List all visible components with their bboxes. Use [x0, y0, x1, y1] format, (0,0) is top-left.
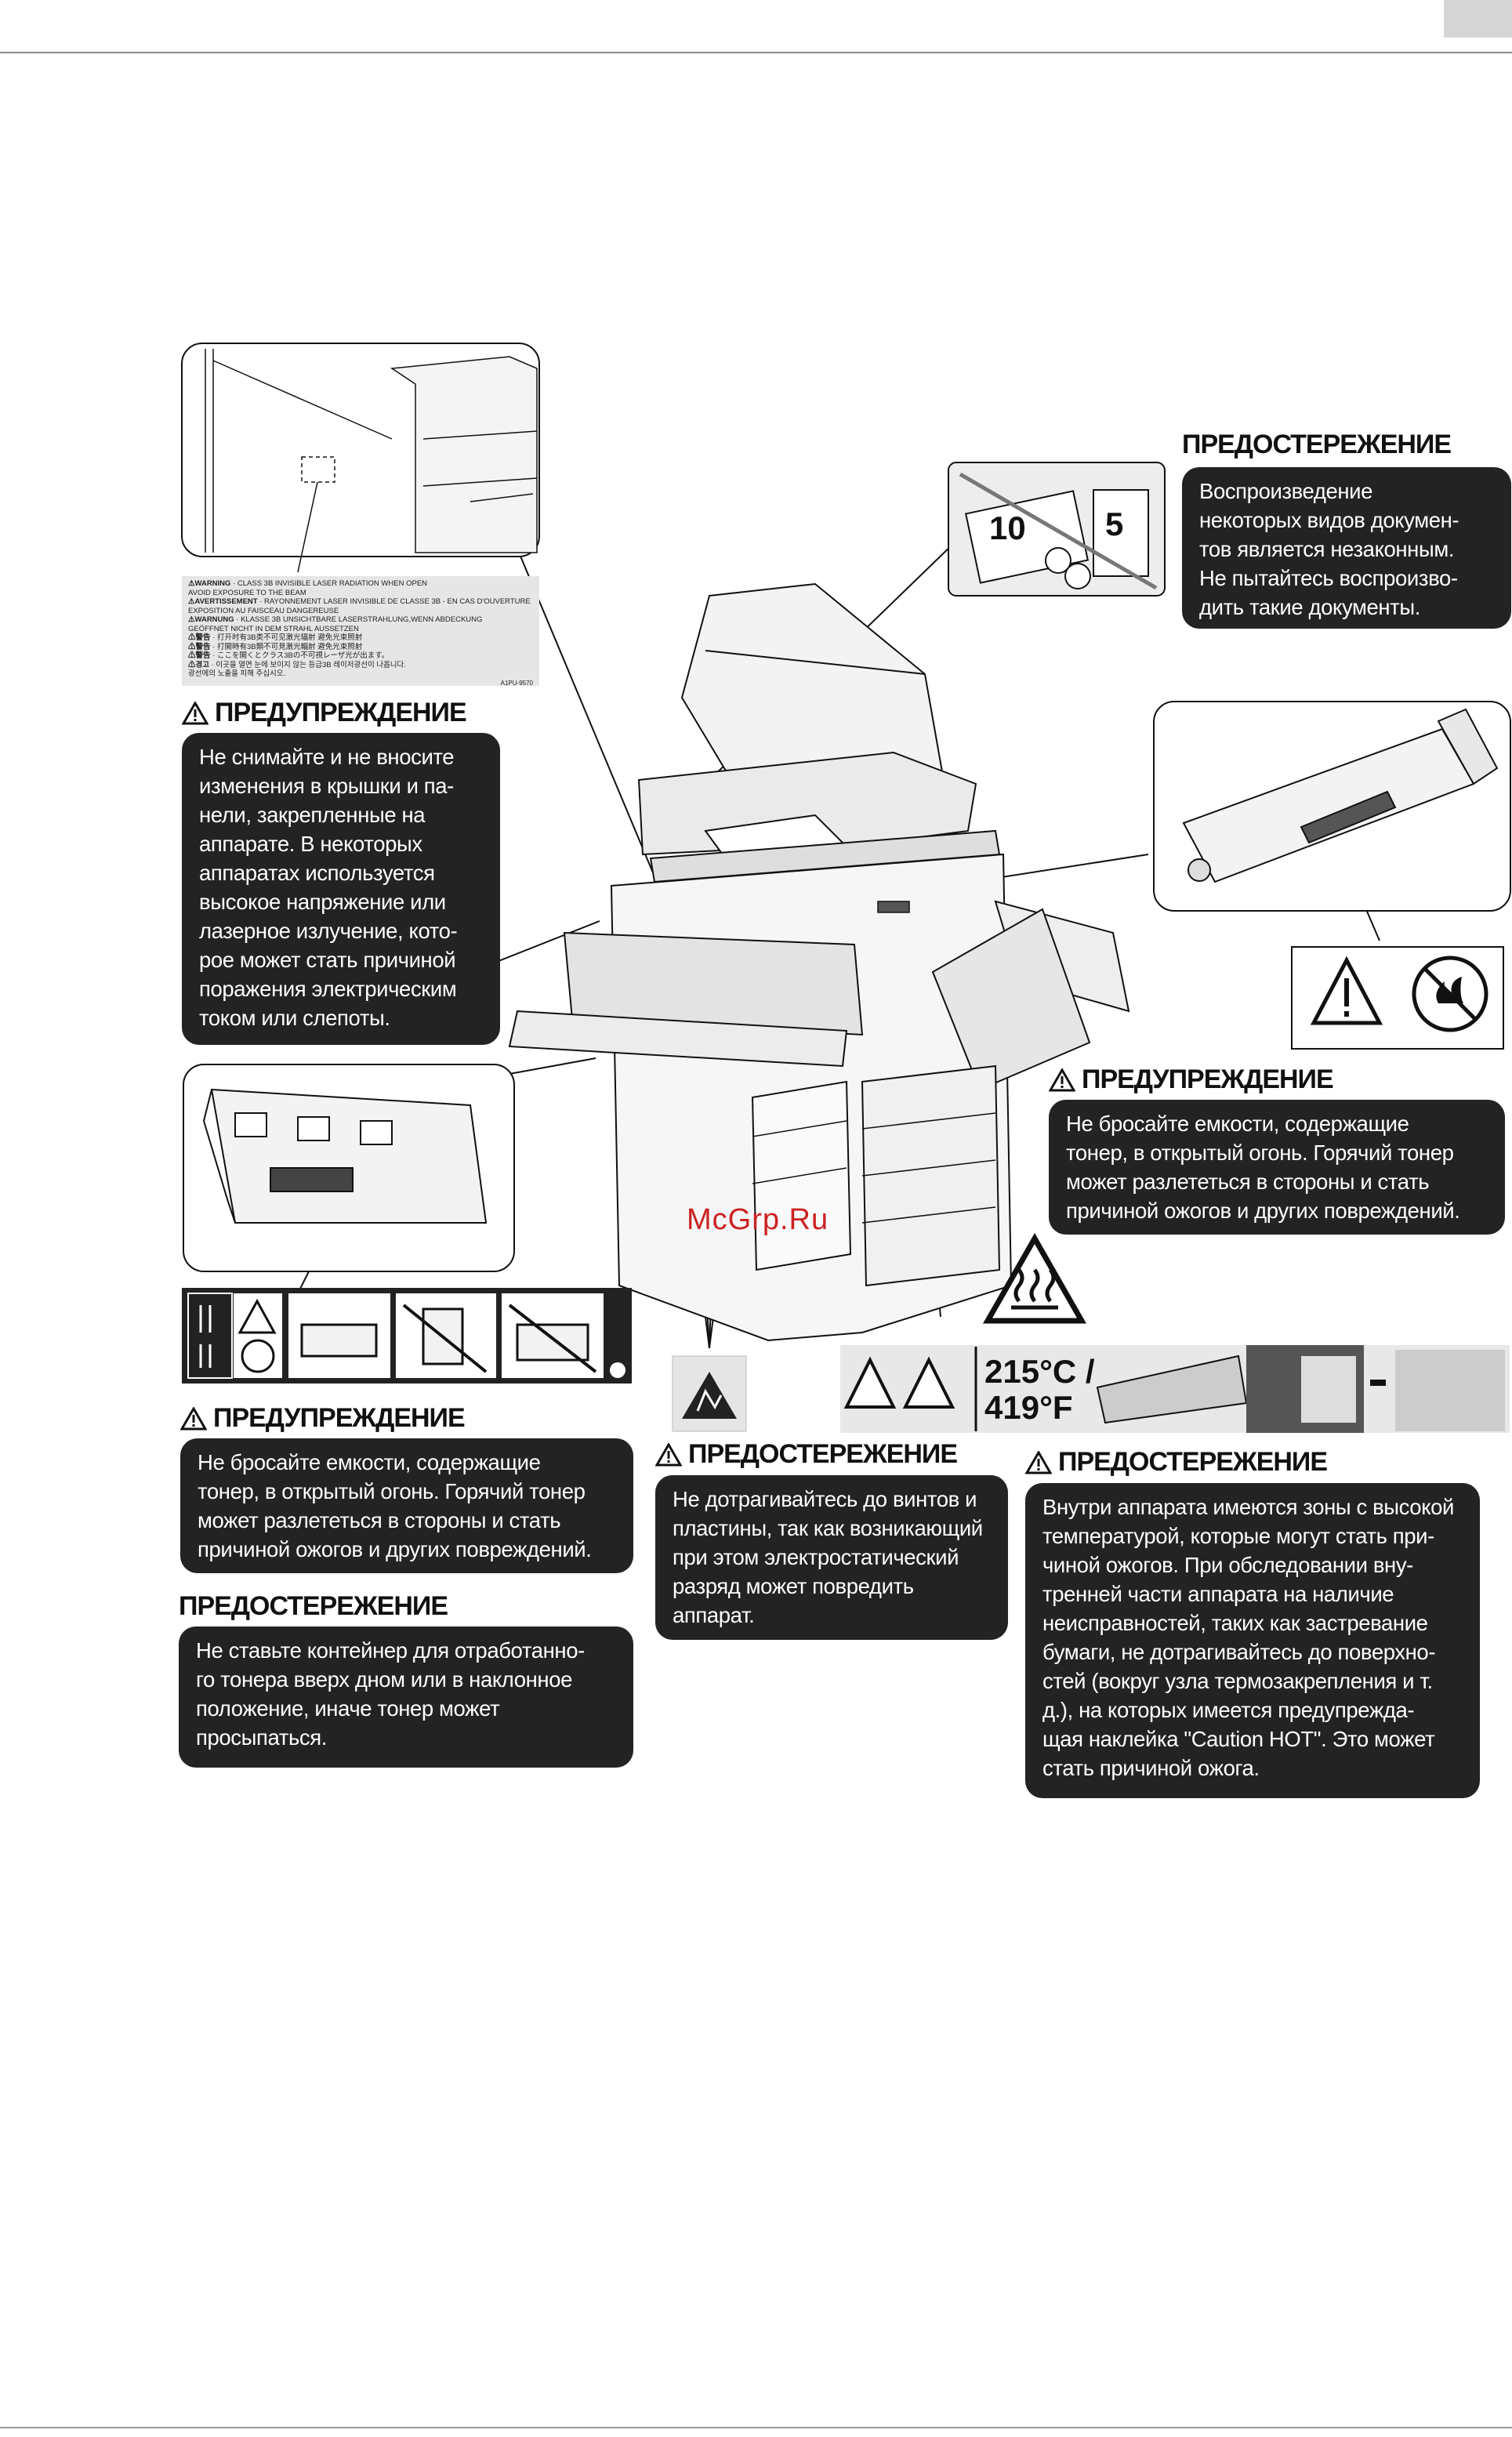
laser-warning-label: ⚠WARNING · CLASS 3B INVISIBLE LASER RADI… [182, 576, 539, 687]
warning-triangle-icon [655, 1442, 682, 1466]
caution-waste-heading: ПРЕДОСТЕРЕЖЕНИЕ [179, 1591, 448, 1621]
caution-hot-box: Внутри аппарата имеются зоны с высокой т… [1025, 1483, 1480, 1798]
warning-toner-right-box: Не бросайте емкости, содержащие тонер, в… [1049, 1100, 1505, 1235]
caution-static-heading: ПРЕДОСТЕРЕЖЕНИЕ [655, 1439, 958, 1470]
page-tab-marker [1444, 0, 1512, 38]
footer-rule [0, 2427, 1512, 2428]
warning-triangle-icon [1049, 1068, 1075, 1091]
warning-triangle-icon [1025, 1450, 1052, 1474]
fuser-temp-fahrenheit: 419°F [984, 1389, 1073, 1426]
caution-static-box: Не дотрагивайтесь до винтов и пластины, … [655, 1475, 1008, 1640]
warning-triangle-icon [182, 701, 208, 724]
warning-covers-heading: ПРЕДУПРЕЖДЕНИЕ [182, 698, 467, 728]
caution-hot-heading: ПРЕДОСТЕРЕЖЕНИЕ [1025, 1447, 1328, 1478]
caution-waste-box: Не ставьте контейнер для отработанно- го… [179, 1626, 633, 1768]
fuser-temp-celsius: 215°C / [984, 1353, 1095, 1390]
warning-toner-left-heading: ПРЕДУПРЕЖДЕНИЕ [180, 1403, 466, 1434]
warning-toner-left-box: Не бросайте емкости, содержащие тонер, в… [180, 1438, 633, 1573]
label-code: A1PU-9570 [500, 679, 533, 687]
warning-triangle-icon [180, 1406, 207, 1430]
banknote-value: 10 [989, 510, 1026, 546]
warning-toner-right-heading: ПРЕДУПРЕЖДЕНИЕ [1049, 1064, 1334, 1095]
caution-copy-heading: ПРЕДОСТЕРЕЖЕНИЕ [1182, 430, 1452, 459]
watermark: McGrp.Ru [687, 1203, 829, 1236]
caution-copy-box: Воспроизведение некоторых видов докумен-… [1182, 467, 1511, 629]
warning-covers-box: Не снимайте и не вносите изменения в кры… [182, 733, 500, 1045]
stamp-value: 5 [1105, 506, 1124, 542]
header-rule [0, 52, 1512, 53]
